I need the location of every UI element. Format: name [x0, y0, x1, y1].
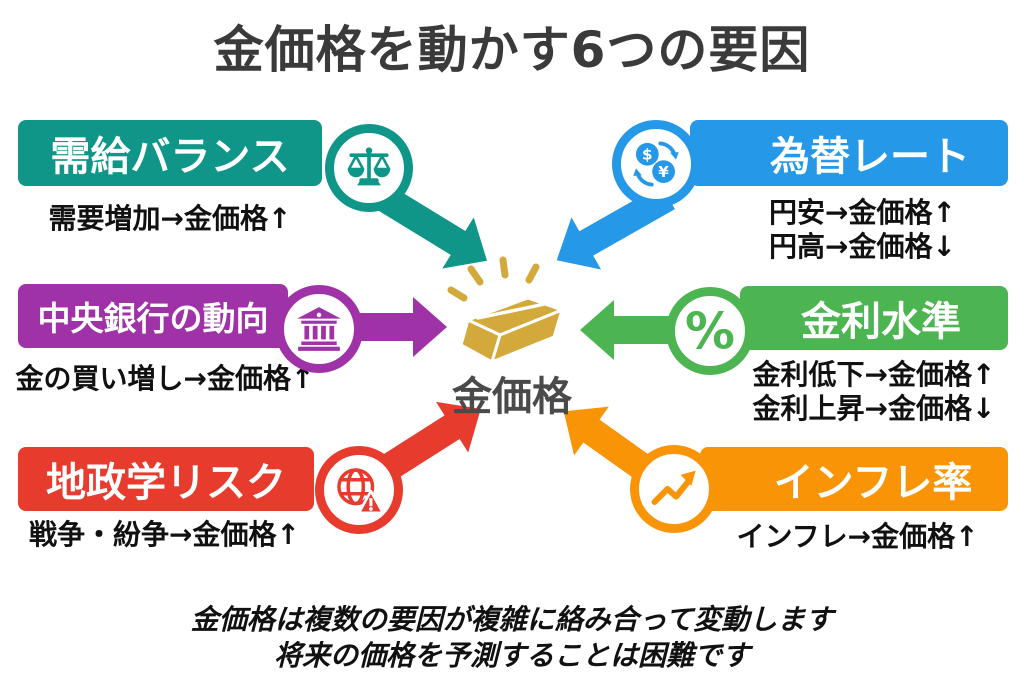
svg-text:¥: ¥ [658, 163, 669, 181]
footer-line-2: 将来の価格を予測することは困難です [273, 639, 750, 672]
note-line: 金利低下→金価格↑ [752, 358, 996, 391]
banner-central-bank: 中央銀行の動向 [18, 284, 288, 348]
note-supply-demand: 需要増加→金価格↑ [20, 202, 320, 236]
arrow-central-bank [345, 297, 447, 357]
banner-interest-rate: 金利水準 [740, 286, 1008, 350]
svg-text:%: % [685, 305, 735, 357]
banner-exchange-rate: 為替レート [690, 120, 1008, 186]
note-interest-rate: 金利低下→金価格↑ 金利上昇→金価格↓ [728, 358, 1020, 426]
note-line: 円高→金価格↓ [769, 230, 956, 263]
banner-geopolitical-risk: 地政学リスク [18, 447, 314, 511]
page-title: 金価格を動かす6つの要因 [213, 21, 811, 79]
banner-supply-demand: 需給バランス [18, 120, 322, 186]
footer-line-1: 金価格は複数の要因が複雑に絡み合って変動します [190, 603, 834, 636]
factor-label: 金利水準 [801, 299, 961, 345]
note-line: 金の買い増し→金価格↑ [15, 362, 315, 395]
arrow-supply-demand [375, 185, 488, 269]
currency-exchange-icon: $ ¥ [612, 120, 700, 208]
note-exchange-rate: 円安→金価格↑ 円高→金価格↓ [715, 196, 1010, 264]
percent-icon: % [666, 287, 754, 375]
note-line: 金利上昇→金価格↓ [752, 392, 996, 425]
trend-up-icon [630, 445, 718, 533]
note-line: 円安→金価格↑ [769, 196, 956, 229]
center-label: 金価格 [452, 374, 572, 420]
factor-label: 中央銀行の動向 [37, 299, 269, 338]
arrow-inflation [563, 406, 651, 479]
banner-inflation: インフレ率 [700, 447, 1008, 511]
factor-label: 為替レート [770, 134, 970, 180]
factor-label: 需給バランス [50, 134, 290, 180]
note-central-bank: 金の買い増し→金価格↑ [10, 362, 320, 396]
globe-alert-icon [315, 446, 403, 534]
note-line: 需要増加→金価格↑ [48, 202, 292, 235]
note-geopolitical-risk: 戦争・紛争→金価格↑ [12, 518, 317, 552]
factor-label: 地政学リスク [46, 460, 286, 506]
balance-scale-icon [325, 124, 413, 212]
bank-icon [275, 285, 363, 373]
arrow-interest-rate [580, 300, 680, 360]
note-line: インフレ→金価格↑ [736, 520, 979, 553]
gold-bar-icon [428, 248, 596, 380]
note-line: 戦争・紛争→金価格↑ [29, 518, 300, 551]
svg-text:$: $ [642, 146, 653, 164]
factor-label: インフレ率 [773, 460, 973, 506]
note-inflation: インフレ→金価格↑ [705, 520, 1010, 554]
arrow-geopolitical-risk [380, 401, 481, 480]
